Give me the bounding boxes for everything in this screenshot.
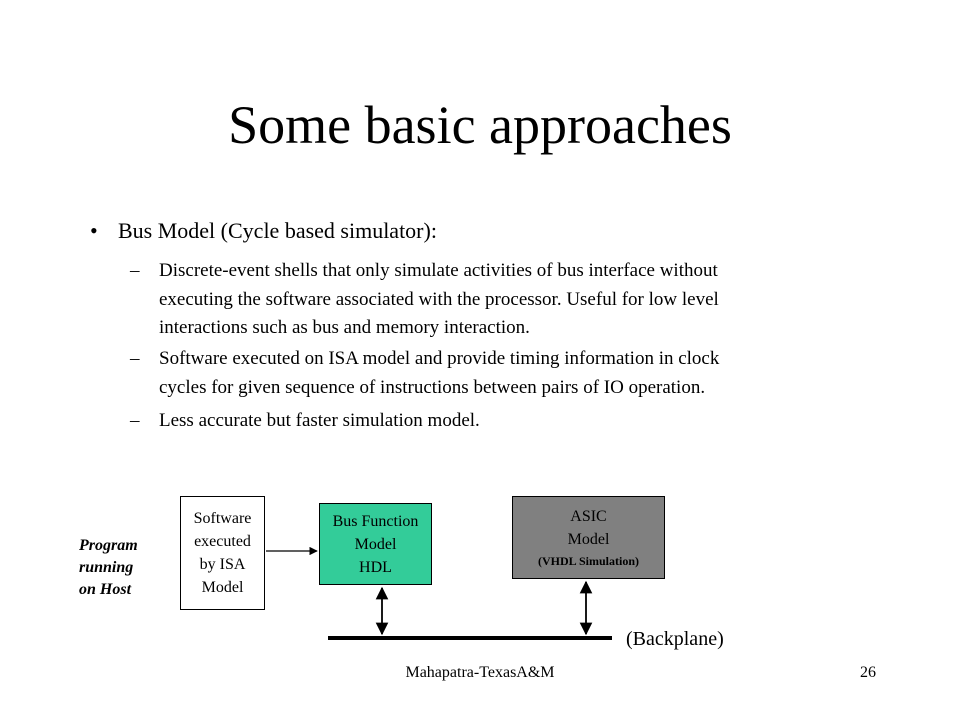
backplane-label: (Backplane) xyxy=(626,628,724,650)
footer-author: Mahapatra-TexasA&M xyxy=(405,664,555,681)
sub-item-line: Discrete-event shells that only simulate… xyxy=(159,260,718,281)
sub-item-1: – Discrete-event shells that only simula… xyxy=(130,257,880,343)
sub-item-2: – Software executed on ISA model and pro… xyxy=(130,345,880,402)
program-on-host-label: Program running on Host xyxy=(79,537,138,598)
asic-model-box: ASIC Model (VHDL Simulation) xyxy=(512,496,665,579)
page-number: 26 xyxy=(860,664,876,681)
sub-item-line: Software executed on ISA model and provi… xyxy=(159,348,720,369)
sub-item-marker: – xyxy=(130,348,140,369)
bus-function-model-box: Bus Function Model HDL xyxy=(319,503,432,585)
software-isa-box: Software executed by ISA Model xyxy=(180,496,265,610)
sub-item-marker: – xyxy=(130,260,140,281)
sub-item-line: cycles for given sequence of instruction… xyxy=(159,376,706,398)
bullet-marker: • xyxy=(90,218,98,243)
sub-item-line: Less accurate but faster simulation mode… xyxy=(159,410,480,431)
sub-item-line: executing the software associated with t… xyxy=(159,288,719,310)
bullet-text: Bus Model (Cycle based simulator): xyxy=(118,218,437,243)
sub-item-3: – Less accurate but faster simulation mo… xyxy=(130,407,880,436)
sub-item-line: interactions such as bus and memory inte… xyxy=(159,317,530,338)
sub-item-marker: – xyxy=(130,410,140,431)
slide-title: Some basic approaches xyxy=(228,95,732,155)
